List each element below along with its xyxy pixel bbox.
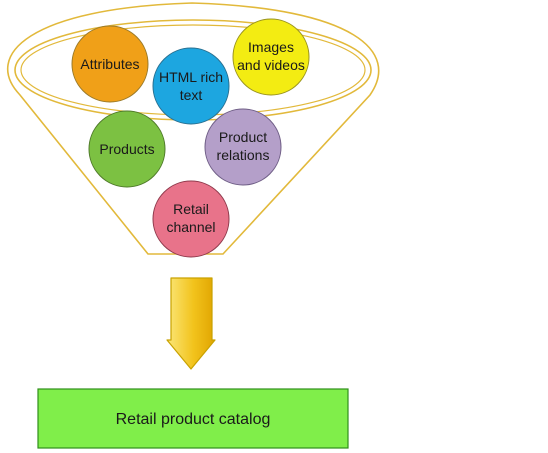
retail-channel-label-line-1: Retail	[173, 201, 209, 217]
input-node-retail-channel: Retail channel	[152, 180, 230, 258]
output-box-rect	[37, 388, 349, 449]
input-node-attributes: Attributes	[71, 25, 149, 103]
images-and-videos-circle	[232, 18, 310, 96]
retail-channel-circle	[152, 180, 230, 258]
html-rich-text-label-line-2: text	[180, 87, 203, 103]
output-label: Retail product catalog	[116, 411, 271, 428]
products-label: Products	[99, 141, 154, 157]
attributes-label: Attributes	[80, 56, 139, 72]
product-relations-label-line-1: Product	[219, 129, 267, 145]
products-circle	[88, 110, 166, 188]
output-box: Retail product catalog	[37, 388, 349, 449]
input-node-products: Products	[88, 110, 166, 188]
html-rich-text-circle	[152, 47, 230, 125]
product-relations-label-line-2: relations	[217, 147, 270, 163]
input-node-html-rich-text: HTML rich text	[152, 47, 230, 125]
attributes-circle	[71, 25, 149, 103]
down-arrow	[166, 277, 216, 370]
retail-channel-label-line-2: channel	[166, 219, 215, 235]
html-rich-text-label-line-1: HTML rich	[159, 69, 223, 85]
input-node-images-and-videos: Images and videos	[232, 18, 310, 96]
input-node-product-relations: Product relations	[204, 108, 282, 186]
images-and-videos-label-line-2: and videos	[237, 57, 305, 73]
images-and-videos-label-line-1: Images	[248, 39, 294, 55]
product-relations-circle	[204, 108, 282, 186]
